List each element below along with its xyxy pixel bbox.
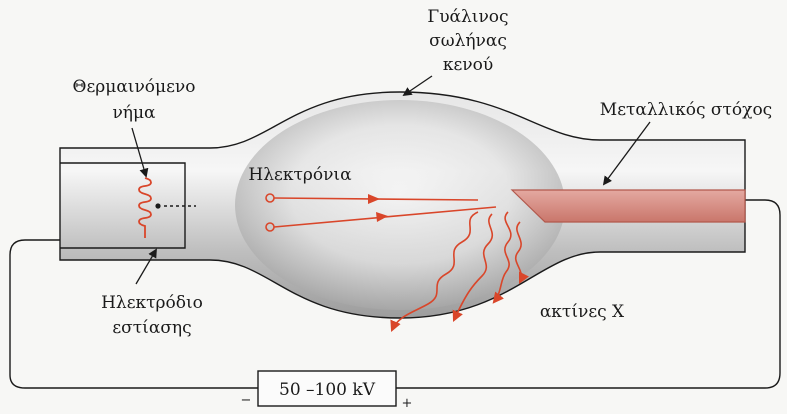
leader-electrode [135, 248, 157, 285]
target-label: Μεταλλικός στόχος [600, 100, 772, 120]
leader-target [602, 121, 651, 186]
xray-wave-1 [390, 211, 479, 333]
minus-terminal: − [241, 393, 252, 408]
filament-label-1: Θερμαινόμενο [73, 77, 196, 97]
xrays-label: ακτίνες X [540, 302, 625, 322]
power-supply-box [257, 370, 397, 407]
metal-target [510, 189, 746, 223]
emission-point [155, 203, 161, 209]
xray-wave-3 [492, 211, 512, 304]
bulb-shading [235, 100, 565, 310]
xray-emissions [390, 211, 530, 333]
electron-arrow-upper [368, 194, 380, 204]
circuit-wire [9, 199, 781, 389]
filament-label-2: νήμα [112, 103, 156, 123]
glass-tube-label-3: κενού [443, 55, 493, 75]
electron-beams [265, 193, 497, 232]
plus-terminal: + [402, 396, 413, 411]
glass-tube-label-2: σωλήνας [429, 31, 507, 51]
xray-wave-2 [452, 213, 494, 323]
electrons-label: Ηλεκτρόνια [248, 165, 352, 185]
electrode-label-2: εστίασης [112, 318, 191, 338]
leader-filament [131, 127, 149, 178]
heated-filament [138, 177, 152, 238]
voltage-label: 50 –100 kV [279, 380, 376, 400]
glass-tube-label-1: Γυάλινος [427, 7, 508, 27]
electrode-label-1: Ηλεκτρόδιο [101, 293, 203, 313]
leader-glass-tube [402, 75, 433, 97]
xray-wave-4 [514, 221, 530, 285]
electron-arrow-lower [376, 212, 388, 222]
